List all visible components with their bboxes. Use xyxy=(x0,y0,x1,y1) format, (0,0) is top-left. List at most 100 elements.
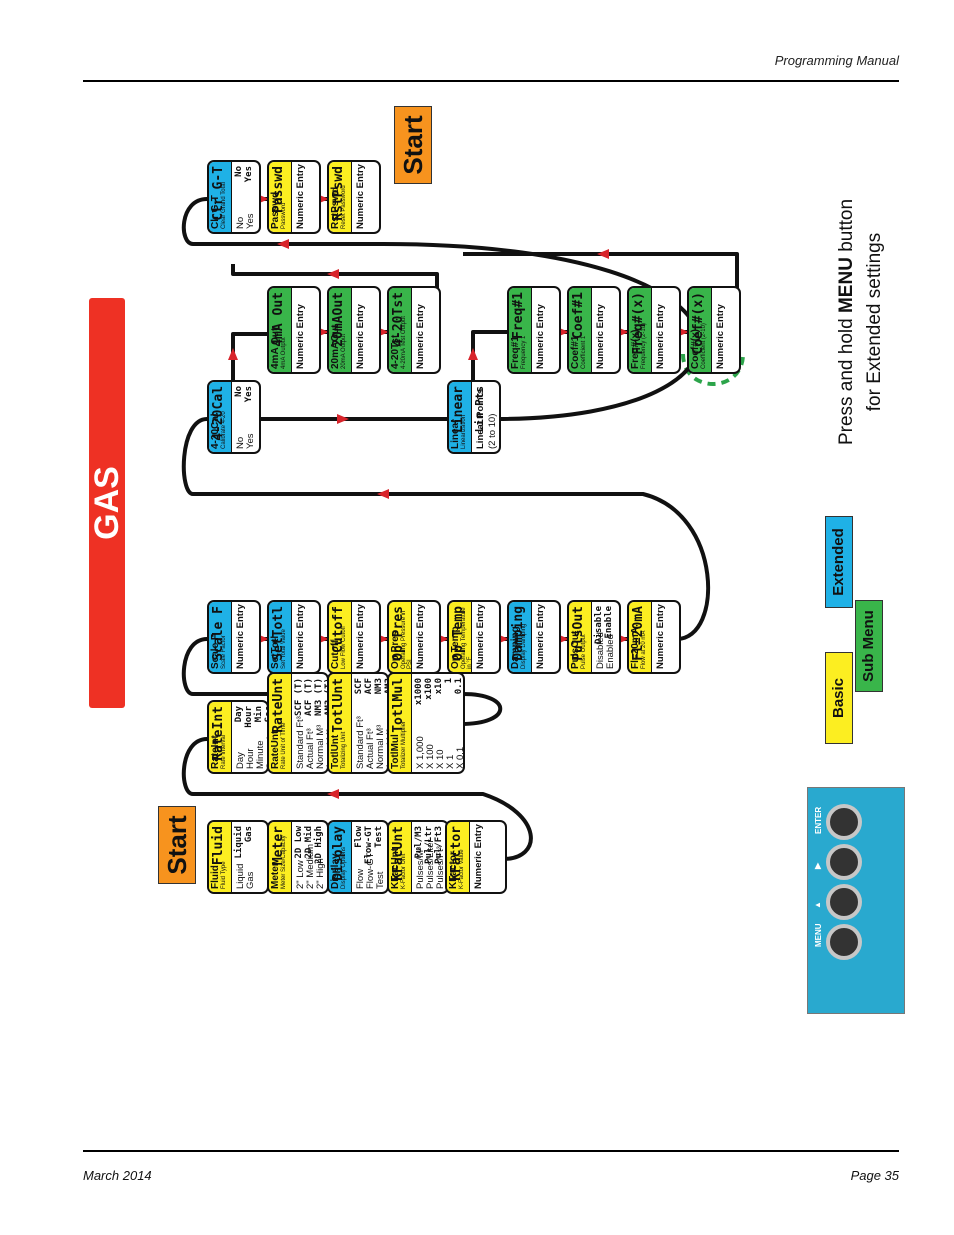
option-display: Disable xyxy=(594,606,604,644)
menu-name: TotlUnt xyxy=(330,734,341,769)
footer-date: March 2014 xyxy=(83,1168,152,1183)
option-display: 2D High xyxy=(314,826,324,864)
display-text: TotlUnt xyxy=(331,678,346,733)
numeric-entry-text: Numeric Entry xyxy=(535,304,546,369)
option-display: 2D Low xyxy=(294,826,304,859)
menu-name: Freq#1 xyxy=(510,336,521,369)
numeric-entry-text: Numeric Entry xyxy=(355,604,366,669)
option-display: 2D Mid xyxy=(304,826,314,859)
option-label: X 0.1 xyxy=(455,746,465,769)
header-title: Programming Manual xyxy=(774,53,899,68)
option-display: SCF xyxy=(354,678,364,695)
keypad-panel: MENU ▲ ▶ ENTER xyxy=(807,787,905,1014)
display-text: Meter xyxy=(271,826,286,866)
display-text: Display xyxy=(331,826,346,881)
enter-key-label: ENTER xyxy=(814,806,823,834)
display-text: Damping xyxy=(511,606,526,661)
legend-basic: Basic xyxy=(825,652,853,744)
display-text: RstPswd xyxy=(331,166,346,221)
menu-box-header: Coef#(x)Coefficient (2-10)Coef#(x) xyxy=(689,288,712,372)
numeric-entry-text: Numeric Entry xyxy=(715,304,726,369)
option-display: 0.01 xyxy=(464,678,465,700)
display-text: Clr G-T xyxy=(211,166,226,221)
numeric-entry-text: Numeric Entry xyxy=(475,604,486,669)
option-display: Hour xyxy=(244,706,254,728)
link-col3-to-cal xyxy=(181,417,711,641)
press-hold-note: Press and hold MENU button for Extended … xyxy=(836,198,885,446)
display-text: Freq#1 xyxy=(511,292,526,339)
menu-box-header: Freq#(x)Frequency (2-10)Freq#(x) xyxy=(629,288,652,372)
flow-arrow-icon xyxy=(377,489,389,499)
display-text: RateUnt xyxy=(271,678,286,733)
menu-name: RateUnt xyxy=(270,730,281,769)
menu-description: Totalizing Unit xyxy=(341,731,347,769)
menu-button[interactable] xyxy=(826,924,862,960)
option-label: Yes xyxy=(245,433,256,450)
enter-button[interactable] xyxy=(826,804,862,840)
option-display: Pul/M3 xyxy=(414,826,424,859)
flow-arrow-icon xyxy=(337,414,349,424)
link-extended-loop xyxy=(681,353,745,386)
up-arrow-icon: ▲ xyxy=(813,901,822,909)
display-text: 4-20Tst xyxy=(391,292,406,347)
option-display: Yes xyxy=(244,386,254,403)
display-text: 4-20Cal xyxy=(211,386,226,441)
display-text: Coef#1 xyxy=(571,292,586,339)
right-button[interactable] xyxy=(826,844,862,880)
menu-name: Coef#1 xyxy=(570,335,581,369)
numeric-entry-text: Numeric Entry xyxy=(235,604,246,669)
legend-sub-menu: Sub Menu xyxy=(855,600,883,692)
display-text: Cutoff xyxy=(331,606,346,653)
start-label-left: Start xyxy=(158,806,196,884)
option-display: x1000 xyxy=(414,678,424,706)
flow-arrow-icon xyxy=(228,348,238,360)
option-display: Pul/Ft3 xyxy=(434,826,444,864)
footer-rule xyxy=(83,1150,899,1152)
display-text: Passwd xyxy=(271,166,286,213)
menu-description: Coefficient 1 xyxy=(581,335,587,369)
up-button[interactable] xyxy=(826,884,862,920)
option-display: Test xyxy=(374,826,384,848)
option-display: Flow-GT xyxy=(364,826,374,864)
display-text: KFactor xyxy=(449,826,464,881)
header-rule xyxy=(83,80,899,82)
numeric-entry-text: Numeric Entry xyxy=(295,164,306,229)
display-text: Op Temp xyxy=(451,606,466,661)
menu-description: Fluid Type xyxy=(221,861,227,889)
linear-points-range: (2 to 10) xyxy=(487,413,498,449)
display-text: Op Pres xyxy=(391,606,406,661)
option-display: Liquid xyxy=(234,826,244,859)
option-display: NM3 xyxy=(374,678,384,695)
numeric-entry-text: Numeric Entry xyxy=(415,304,426,369)
display-text: SetTotl xyxy=(271,606,286,661)
